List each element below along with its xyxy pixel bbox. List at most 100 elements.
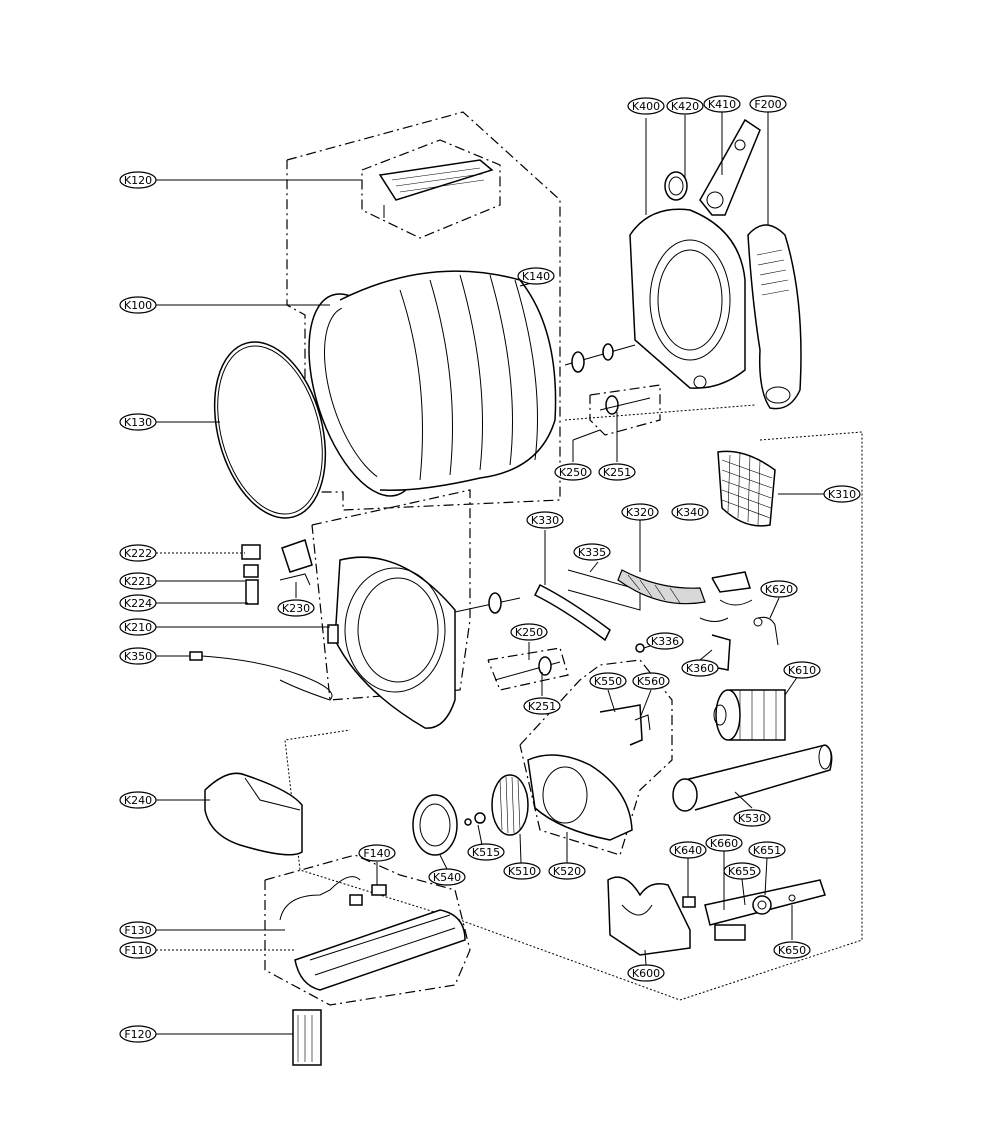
label-text-k600: K600 xyxy=(632,967,660,980)
part-k340-bracket xyxy=(711,571,753,606)
part-k320-sensor xyxy=(617,569,706,605)
blower-group-border xyxy=(519,659,673,856)
front-group-border xyxy=(311,489,471,701)
label-k640: K640 xyxy=(669,841,707,859)
label-text-f200: F200 xyxy=(754,98,781,111)
part-f110-heater xyxy=(294,909,466,991)
part-k335-rail xyxy=(567,569,641,611)
part-k420-gasket xyxy=(664,171,688,201)
label-k410: K410 xyxy=(703,95,741,113)
label-text-k250a: K250 xyxy=(559,466,587,479)
label-k520: K520 xyxy=(548,862,586,880)
label-text-k530: K530 xyxy=(738,812,766,825)
label-k310: K310 xyxy=(823,485,861,503)
label-text-k330: K330 xyxy=(531,514,559,527)
label-text-k240: K240 xyxy=(124,794,152,807)
label-text-k400: K400 xyxy=(632,100,660,113)
part-k620-switch xyxy=(753,616,779,646)
label-text-k655: K655 xyxy=(728,865,756,878)
label-text-k310: K310 xyxy=(828,488,856,501)
part-k222-terminal xyxy=(241,544,261,605)
label-text-k224: K224 xyxy=(124,597,152,610)
label-k620: K620 xyxy=(760,580,798,598)
part-k310-lint-filter xyxy=(717,450,776,527)
part-k250-roller-upper xyxy=(564,343,661,436)
label-text-k320: K320 xyxy=(626,506,654,519)
label-k610: K610 xyxy=(783,661,821,679)
part-f200-duct xyxy=(747,224,802,410)
label-k510: K510 xyxy=(503,862,541,880)
part-k130-seal-ring xyxy=(213,341,327,519)
label-k550: K550 xyxy=(589,672,627,690)
label-text-k360: K360 xyxy=(686,662,714,675)
label-k130: K130 xyxy=(119,413,157,431)
label-k250a: K250 xyxy=(554,463,592,481)
label-k530: K530 xyxy=(733,809,771,827)
part-k520-blower-housing xyxy=(527,754,633,841)
label-k650: K650 xyxy=(773,941,811,959)
part-k360-bracket xyxy=(711,634,731,671)
label-k350: K350 xyxy=(119,647,157,665)
label-text-k540: K540 xyxy=(433,871,461,884)
label-k251b: K251 xyxy=(523,697,561,715)
label-k224: K224 xyxy=(119,594,157,612)
label-f140: F140 xyxy=(358,844,396,862)
label-k210: K210 xyxy=(119,618,157,636)
part-shaft-mid xyxy=(454,592,521,614)
label-text-f140: F140 xyxy=(363,847,390,860)
label-text-k340: K340 xyxy=(676,506,704,519)
part-k640-pad xyxy=(682,896,696,908)
label-text-k410: K410 xyxy=(708,98,736,111)
label-text-k510: K510 xyxy=(508,865,536,878)
label-k120: K120 xyxy=(119,171,157,189)
part-k240-duct xyxy=(204,772,303,856)
label-k230: K230 xyxy=(277,599,315,617)
label-k100: K100 xyxy=(119,296,157,314)
label-text-k651: K651 xyxy=(753,844,781,857)
label-text-k230: K230 xyxy=(282,602,310,615)
label-text-k420: K420 xyxy=(671,100,699,113)
label-text-k650: K650 xyxy=(778,944,806,957)
label-k600: K600 xyxy=(627,964,665,982)
part-k350-wire xyxy=(189,651,333,701)
part-k600-motor-mount xyxy=(607,876,691,956)
label-k222: K222 xyxy=(119,544,157,562)
part-f120-heater-element xyxy=(292,1009,322,1066)
label-text-k560: K560 xyxy=(637,675,665,688)
label-k515: K515 xyxy=(467,843,505,861)
label-k221: K221 xyxy=(119,572,157,590)
label-text-k251a: K251 xyxy=(603,466,631,479)
label-text-k515: K515 xyxy=(472,846,500,859)
label-f130: F130 xyxy=(119,921,157,939)
label-k330: K330 xyxy=(526,511,564,529)
motor-group-border xyxy=(284,431,863,1001)
label-k540: K540 xyxy=(428,868,466,886)
label-k250b: K250 xyxy=(510,623,548,641)
label-text-k520: K520 xyxy=(553,865,581,878)
part-k540-ring xyxy=(412,794,458,856)
part-k250-roller-lower xyxy=(487,647,569,691)
label-text-k251b: K251 xyxy=(528,700,556,713)
part-f130-wires xyxy=(279,876,361,921)
part-k510-impeller xyxy=(491,774,529,836)
part-k120-lifter xyxy=(361,139,501,239)
label-f200: F200 xyxy=(749,95,787,113)
part-k336-screw xyxy=(635,643,645,653)
label-text-f110: F110 xyxy=(124,944,151,957)
part-k530-tube xyxy=(672,744,833,812)
label-text-k210: K210 xyxy=(124,621,152,634)
label-text-k660: K660 xyxy=(710,837,738,850)
label-k320: K320 xyxy=(621,503,659,521)
part-k610-motor xyxy=(713,689,786,741)
drum-group-border xyxy=(286,111,561,511)
part-k410-bracket xyxy=(699,118,761,216)
label-text-k100: K100 xyxy=(124,299,152,312)
label-text-k640: K640 xyxy=(674,844,702,857)
label-text-k221: K221 xyxy=(124,575,152,588)
label-text-k550: K550 xyxy=(594,675,622,688)
label-k420: K420 xyxy=(666,97,704,115)
label-text-k620: K620 xyxy=(765,583,793,596)
part-k560-clip xyxy=(634,714,651,731)
label-k240: K240 xyxy=(119,791,157,809)
label-text-k120: K120 xyxy=(124,174,152,187)
